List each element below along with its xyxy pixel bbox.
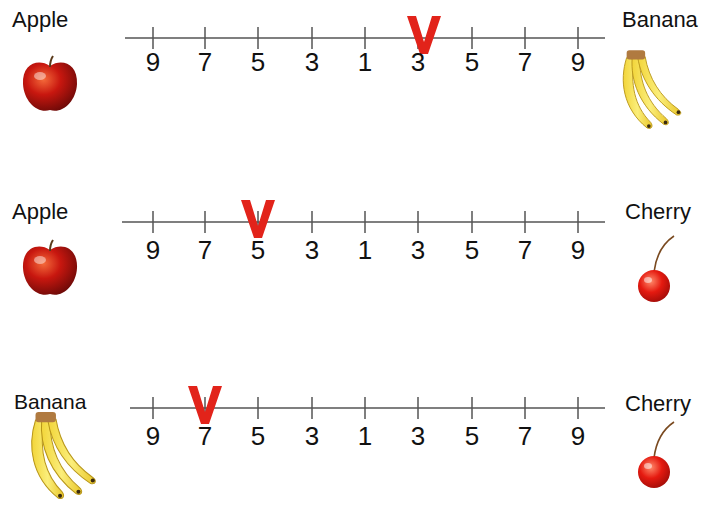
scale-number: 7 bbox=[518, 423, 532, 449]
scale-number: 3 bbox=[305, 49, 319, 75]
banana-picture bbox=[32, 412, 96, 498]
scale-tick bbox=[152, 397, 154, 419]
scale-number: 5 bbox=[251, 237, 265, 263]
fruit-name: Banana bbox=[622, 9, 698, 31]
scale-number: 1 bbox=[358, 237, 372, 263]
scale-number: 5 bbox=[251, 49, 265, 75]
scale-tick bbox=[471, 27, 473, 49]
cherry-picture bbox=[638, 422, 674, 488]
scale-tick bbox=[364, 397, 366, 419]
scale-tick bbox=[417, 211, 419, 233]
scale-number: 5 bbox=[465, 423, 479, 449]
scale-tick bbox=[364, 211, 366, 233]
scale-tick bbox=[311, 211, 313, 233]
scale-tick bbox=[152, 211, 154, 233]
scale-tick bbox=[577, 27, 579, 49]
scale-tick bbox=[471, 397, 473, 419]
scale-number: 3 bbox=[305, 237, 319, 263]
scale-number: 1 bbox=[358, 423, 372, 449]
scale-number: 7 bbox=[198, 423, 212, 449]
scale-tick bbox=[577, 397, 579, 419]
fruit-name: Banana bbox=[14, 391, 86, 412]
scale-tick bbox=[152, 27, 154, 49]
scale-number: 5 bbox=[465, 49, 479, 75]
scale-tick bbox=[257, 397, 259, 419]
scale-number: 3 bbox=[411, 423, 425, 449]
scale-tick bbox=[577, 211, 579, 233]
fruit-name: Apple bbox=[12, 9, 68, 31]
scale-tick bbox=[524, 397, 526, 419]
scale-tick bbox=[204, 211, 206, 233]
scale-number: 7 bbox=[518, 237, 532, 263]
scale-number: 5 bbox=[251, 423, 265, 449]
scales bbox=[122, 16, 605, 424]
apple-picture bbox=[23, 240, 77, 295]
scale-number: 7 bbox=[198, 237, 212, 263]
scale-number: 3 bbox=[411, 237, 425, 263]
scale-number: 9 bbox=[146, 49, 160, 75]
cherry-picture bbox=[638, 236, 674, 302]
scale-tick bbox=[524, 27, 526, 49]
scale-number: 9 bbox=[571, 49, 585, 75]
choice-mark bbox=[188, 386, 222, 424]
scale-number: 1 bbox=[358, 49, 372, 75]
scale-number: 7 bbox=[198, 49, 212, 75]
choice-mark bbox=[241, 200, 275, 238]
fruit-name: Cherry bbox=[625, 201, 691, 223]
scale-tick bbox=[204, 27, 206, 49]
scale-tick bbox=[417, 397, 419, 419]
scale-number: 9 bbox=[146, 423, 160, 449]
scale-number: 9 bbox=[146, 237, 160, 263]
scale-tick bbox=[364, 27, 366, 49]
scale-tick bbox=[257, 27, 259, 49]
banana-picture bbox=[623, 50, 680, 128]
scale-number: 9 bbox=[571, 423, 585, 449]
scale-tick bbox=[311, 27, 313, 49]
scale-number: 3 bbox=[305, 423, 319, 449]
scale-tick bbox=[471, 211, 473, 233]
scale-number: 9 bbox=[571, 237, 585, 263]
scale-tick bbox=[524, 211, 526, 233]
fruit-name: Apple bbox=[12, 201, 68, 223]
scale-number: 3 bbox=[411, 49, 425, 75]
scale-line bbox=[122, 221, 605, 223]
apple-picture bbox=[23, 56, 77, 111]
fruit-name: Cherry bbox=[625, 393, 691, 415]
scale-tick bbox=[311, 397, 313, 419]
scale-number: 5 bbox=[465, 237, 479, 263]
scale-number: 7 bbox=[518, 49, 532, 75]
